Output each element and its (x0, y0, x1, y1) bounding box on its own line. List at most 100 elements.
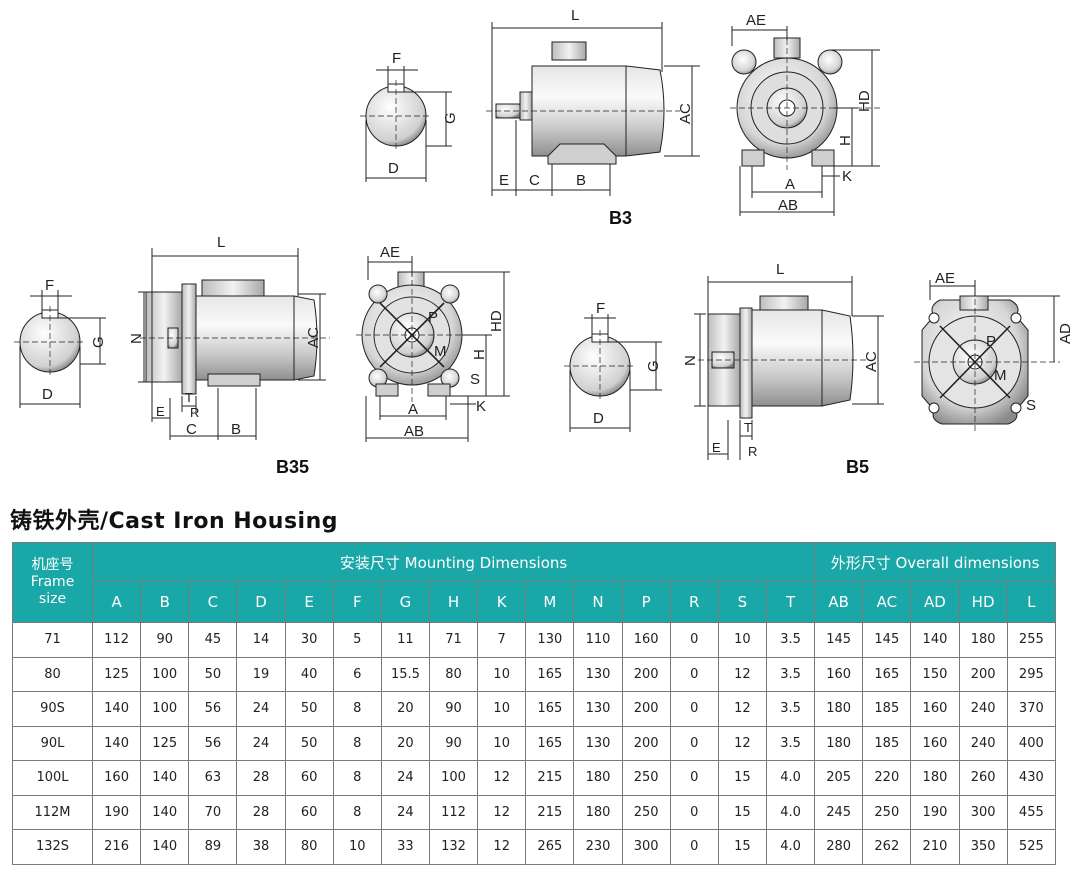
column-header-b: B (140, 581, 190, 623)
frame-size-cell: 80 (12, 656, 93, 692)
b35-label-c: C (186, 421, 197, 438)
dimension-cell: 145 (814, 622, 864, 658)
column-header-c: C (188, 581, 238, 623)
dimension-cell: 80 (428, 656, 479, 692)
dimension-cell: 140 (910, 622, 960, 658)
column-header-h: H (428, 581, 479, 623)
dimension-cell: 0 (669, 760, 719, 796)
dimension-cell: 8 (332, 725, 382, 761)
dimension-cell: 140 (140, 829, 190, 865)
b5-shaft-section (564, 314, 662, 432)
dimension-cell: 190 (910, 794, 960, 830)
dimension-cell: 50 (284, 691, 334, 727)
b5-label-p: P (986, 333, 996, 350)
dimension-cell: 10 (477, 656, 527, 692)
dimension-cell: 245 (814, 794, 864, 830)
dimension-cell: 33 (380, 829, 430, 865)
dimension-cell: 300 (958, 794, 1008, 830)
dimension-cell: 3.5 (765, 725, 816, 761)
column-header-p: P (621, 581, 671, 623)
dimension-cell: 125 (91, 656, 142, 692)
dimension-cell: 38 (236, 829, 286, 865)
b35-label-a: A (408, 401, 418, 418)
b35-label-g: G (90, 336, 107, 348)
column-header-d: D (236, 581, 286, 623)
dimension-cell: 8 (332, 691, 382, 727)
dimension-cell: 8 (332, 794, 382, 830)
dimension-cell: 200 (958, 656, 1008, 692)
dimension-cell: 240 (958, 691, 1008, 727)
b5-label-t: T (744, 420, 752, 435)
dimension-cell: 180 (910, 760, 960, 796)
dimension-cell: 60 (284, 794, 334, 830)
column-header-ac: AC (862, 581, 912, 623)
dimension-cell: 185 (862, 725, 912, 761)
b3-label-c: C (529, 172, 540, 189)
dimension-cell: 0 (669, 656, 719, 692)
b5-front-view (914, 280, 1060, 432)
frame-header-cn: 机座号 (31, 557, 74, 573)
dimension-cell: 130 (573, 725, 623, 761)
b3-front-view (730, 26, 880, 216)
b35-label-d: D (42, 386, 53, 403)
dimension-cell: 100 (140, 691, 190, 727)
dimension-cell: 0 (669, 829, 719, 865)
b35-label-ae: AE (380, 244, 400, 261)
b5-label-s: S (1026, 397, 1036, 414)
b5-label-n: N (682, 355, 699, 366)
dimension-cell: 15 (717, 794, 767, 830)
column-header-k: K (477, 581, 527, 623)
dimension-cell: 70 (188, 794, 238, 830)
dimension-cell: 210 (910, 829, 960, 865)
dimension-cell: 200 (621, 656, 671, 692)
b35-label-n: N (128, 333, 145, 344)
technical-drawings: F G D L AC E C B (14, 7, 1074, 460)
b35-label-f: F (45, 277, 54, 294)
b3-label-l: L (571, 7, 579, 24)
dimension-cell: 230 (573, 829, 623, 865)
dimension-cell: 24 (380, 760, 430, 796)
dimension-cell: 112 (91, 622, 142, 658)
dimension-cell: 250 (621, 760, 671, 796)
b5-side-view (694, 276, 884, 460)
frame-size-header: 机座号 Frame size (12, 542, 93, 623)
dimension-cell: 19 (236, 656, 286, 692)
dimension-cell: 50 (188, 656, 238, 692)
dimension-cell: 3.5 (765, 622, 816, 658)
mounting-dimensions-header: 安装尺寸 Mounting Dimensions (91, 542, 816, 582)
dimension-cell: 89 (188, 829, 238, 865)
column-header-f: F (332, 581, 382, 623)
dimension-cell: 130 (525, 622, 575, 658)
overall-dimensions-header: 外形尺寸 Overall dimensions (814, 542, 1056, 582)
dimension-cell: 132 (428, 829, 479, 865)
column-header-m: M (525, 581, 575, 623)
dimension-cell: 160 (910, 725, 960, 761)
dimension-cell: 125 (140, 725, 190, 761)
dimension-cell: 56 (188, 691, 238, 727)
b35-front-view (356, 256, 510, 442)
dimension-cell: 3.5 (765, 691, 816, 727)
dimension-cell: 180 (573, 794, 623, 830)
b35-label-m: M (434, 343, 447, 360)
b3-label-d: D (388, 160, 399, 177)
dimension-cell: 14 (236, 622, 286, 658)
b3-shaft-section (360, 66, 452, 182)
dimension-cell: 10 (477, 691, 527, 727)
b35-shaft-section (14, 290, 106, 408)
dimension-cell: 250 (621, 794, 671, 830)
dimension-cell: 180 (958, 622, 1008, 658)
dimension-cell: 280 (814, 829, 864, 865)
dimension-cell: 140 (140, 794, 190, 830)
dimension-cell: 140 (91, 725, 142, 761)
dimension-cell: 200 (621, 691, 671, 727)
b35-label-s: S (470, 371, 480, 388)
dimension-cell: 40 (284, 656, 334, 692)
b5-label-g: G (645, 360, 662, 372)
b3-label-hd: HD (856, 90, 873, 112)
dimension-cell: 250 (862, 794, 912, 830)
b5-label-ad: AD (1057, 323, 1074, 344)
dimension-cell: 20 (380, 725, 430, 761)
